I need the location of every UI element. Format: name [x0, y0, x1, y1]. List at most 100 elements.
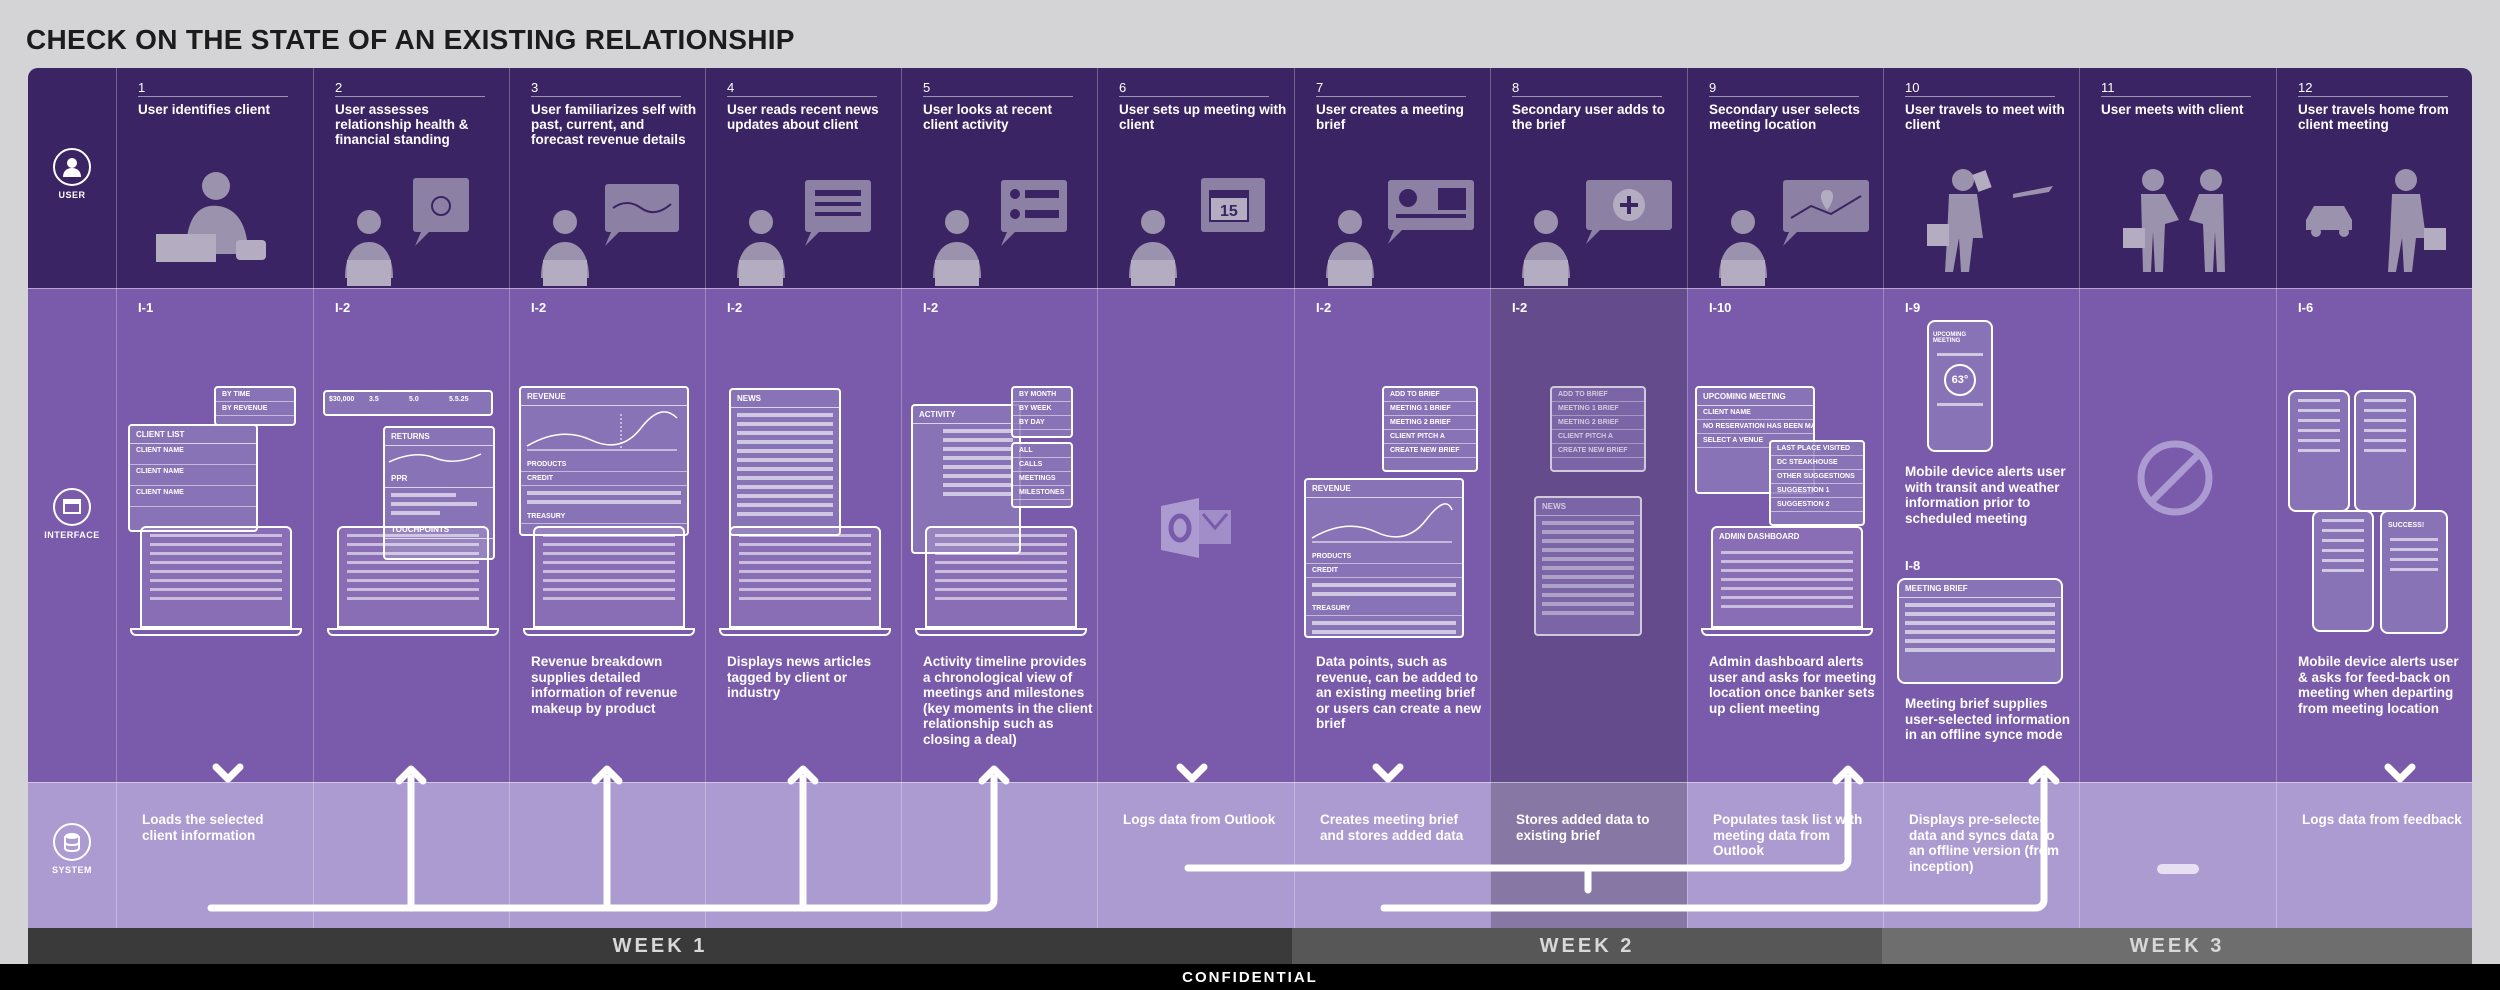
activity-type-filter[interactable]: ALL CALLS MEETINGS MILESTONES	[1011, 442, 1073, 508]
week-2-band: WEEK 2	[1292, 928, 1882, 964]
news-header: NEWS	[731, 390, 839, 408]
type-option[interactable]: MILESTONES	[1013, 486, 1071, 500]
handshake-icon	[2123, 169, 2225, 272]
venue-option[interactable]: DC STEAKHOUSE	[1771, 456, 1863, 470]
step-4: 4 User reads recent news updates about c…	[705, 68, 901, 928]
step-title: User travels home from client meeting	[2298, 102, 2449, 132]
column-divider	[2079, 68, 2080, 928]
client-row[interactable]: CLIENT NAME	[130, 465, 256, 486]
menu-item[interactable]: CLIENT PITCH A	[1552, 430, 1644, 444]
add-to-brief-menu[interactable]: ADD TO BRIEF MEETING 1 BRIEF MEETING 2 B…	[1382, 386, 1478, 472]
type-option[interactable]: CALLS	[1013, 458, 1071, 472]
filter-option[interactable]: BY MONTH	[1013, 388, 1071, 402]
ppr-label: PPR	[385, 470, 493, 488]
type-option[interactable]: MEETINGS	[1013, 472, 1071, 486]
products-row[interactable]: PRODUCTS	[1306, 550, 1462, 564]
activity-icon	[933, 180, 1067, 286]
flow-connectors	[207, 763, 2416, 912]
products-row[interactable]: PRODUCTS	[521, 458, 687, 472]
menu-item[interactable]: ADD TO BRIEF	[1384, 388, 1476, 402]
up-arrow	[1832, 765, 1864, 785]
menu-item[interactable]: CREATE NEW BRIEF	[1384, 444, 1476, 458]
down-arrow	[1176, 763, 1208, 783]
type-option[interactable]: ALL	[1013, 444, 1071, 458]
step-title: User creates a meeting brief	[1316, 102, 1464, 132]
venue-list[interactable]: LAST PLACE VISITED DC STEAKHOUSE OTHER S…	[1769, 440, 1865, 526]
step-description: Admin dashboard alerts user and asks for…	[1709, 654, 1877, 716]
credit-row[interactable]: CREDIT	[1306, 564, 1462, 578]
interface-ref: I-2	[923, 300, 939, 315]
sort-option[interactable]: BY REVENUE	[216, 402, 294, 416]
document-icon	[345, 178, 469, 286]
laptop-mockup	[327, 526, 499, 638]
column-divider	[2276, 68, 2277, 928]
health-panel: RETURNS PPR TOUCHPOINTS	[383, 426, 495, 560]
weather-temp: 63°	[1944, 364, 1976, 396]
system-lane	[28, 782, 2472, 928]
user-icon	[53, 148, 91, 186]
step-rule	[923, 96, 1073, 97]
venue-option[interactable]: LAST PLACE VISITED	[1771, 442, 1863, 456]
up-arrow	[787, 765, 819, 785]
stats-strip: $30,000 3.5 5.0 5.5.25	[323, 390, 493, 416]
step-number: 3	[531, 80, 539, 95]
menu-item[interactable]: CLIENT PITCH A	[1384, 430, 1476, 444]
confidential-footer: CONFIDENTIAL	[0, 964, 2500, 990]
touchpoints-label: TOUCHPOINTS	[385, 521, 493, 539]
step-title: User looks at recent client activity	[923, 102, 1053, 132]
step-9: 9 Secondary user selects meeting locatio…	[1687, 68, 1883, 928]
venue-option[interactable]: SUGGESTION 2	[1771, 498, 1863, 512]
client-row[interactable]: CLIENT NAME	[130, 486, 256, 507]
timeframe-filter[interactable]: BY MONTH BY WEEK BY DAY	[1011, 386, 1073, 438]
venue-option[interactable]: OTHER SUGGESTIONS	[1771, 470, 1863, 484]
venue-option[interactable]: SUGGESTION 1	[1771, 484, 1863, 498]
week-1-band: WEEK 1	[28, 928, 1292, 964]
returns-sparkline	[388, 453, 482, 463]
step-title: User reads recent news updates about cli…	[727, 102, 879, 132]
column-divider	[705, 68, 706, 928]
taxi-icon	[2306, 169, 2446, 272]
client-name: CLIENT NAME	[1697, 406, 1813, 420]
step-description: Mobile device alerts user with transit a…	[1905, 464, 2066, 526]
credit-row[interactable]: CREDIT	[521, 472, 687, 486]
week-3-band: WEEK 3	[1882, 928, 2472, 964]
column-divider	[901, 68, 902, 928]
airplane-icon	[1927, 169, 2053, 272]
step-title: User assesses relationship health & fina…	[335, 102, 469, 147]
client-list-panel: CLIENT LIST CLIENT NAME CLIENT NAME CLIE…	[128, 424, 258, 532]
step-7: 7 User creates a meeting brief I-2 ADD T…	[1294, 68, 1490, 928]
step-title: User sets up meeting with client	[1119, 102, 1287, 132]
menu-item[interactable]: MEETING 1 BRIEF	[1552, 402, 1644, 416]
column-divider	[1883, 68, 1884, 928]
page-title: CHECK ON THE STATE OF AN EXISTING RELATI…	[26, 24, 795, 55]
up-arrow	[978, 765, 1010, 785]
step-rule	[727, 96, 877, 97]
interface-lane-label: INTERFACE	[28, 488, 116, 540]
step-8: 8 Secondary user adds to the brief I-2 A…	[1490, 68, 1687, 928]
sort-option[interactable]: BY TIME	[216, 388, 294, 402]
sort-dropdown[interactable]: BY TIME BY REVENUE	[214, 386, 296, 426]
menu-item[interactable]: ADD TO BRIEF	[1552, 388, 1644, 402]
map-pin-icon	[1719, 180, 1869, 286]
menu-item[interactable]: MEETING 1 BRIEF	[1384, 402, 1476, 416]
mobile-feedback-mockup	[2288, 390, 2350, 512]
laptop-mockup	[130, 526, 302, 638]
revenue-chart	[526, 411, 678, 451]
add-to-brief-menu[interactable]: ADD TO BRIEF MEETING 1 BRIEF MEETING 2 B…	[1550, 386, 1646, 472]
filter-option[interactable]: BY DAY	[1013, 416, 1071, 430]
up-arrow	[2028, 765, 2060, 785]
client-row[interactable]: CLIENT NAME	[130, 444, 256, 465]
filter-option[interactable]: BY WEEK	[1013, 402, 1071, 416]
lane-divider	[28, 782, 2472, 783]
revenue-chart	[1311, 503, 1453, 543]
interface-ref: I-6	[2298, 300, 2314, 315]
treasury-row[interactable]: TREASURY	[1306, 602, 1462, 616]
step-rule	[1512, 96, 1662, 97]
menu-item[interactable]: MEETING 2 BRIEF	[1552, 416, 1644, 430]
step-10: 10 User travels to meet with client I-9 …	[1883, 68, 2079, 928]
system-text: Logs data from feedback	[2302, 812, 2462, 827]
treasury-row[interactable]: TREASURY	[521, 510, 687, 524]
venue-select[interactable]: SELECT A VENUE	[1697, 434, 1813, 448]
menu-item[interactable]: CREATE NEW BRIEF	[1552, 444, 1644, 458]
menu-item[interactable]: MEETING 2 BRIEF	[1384, 416, 1476, 430]
